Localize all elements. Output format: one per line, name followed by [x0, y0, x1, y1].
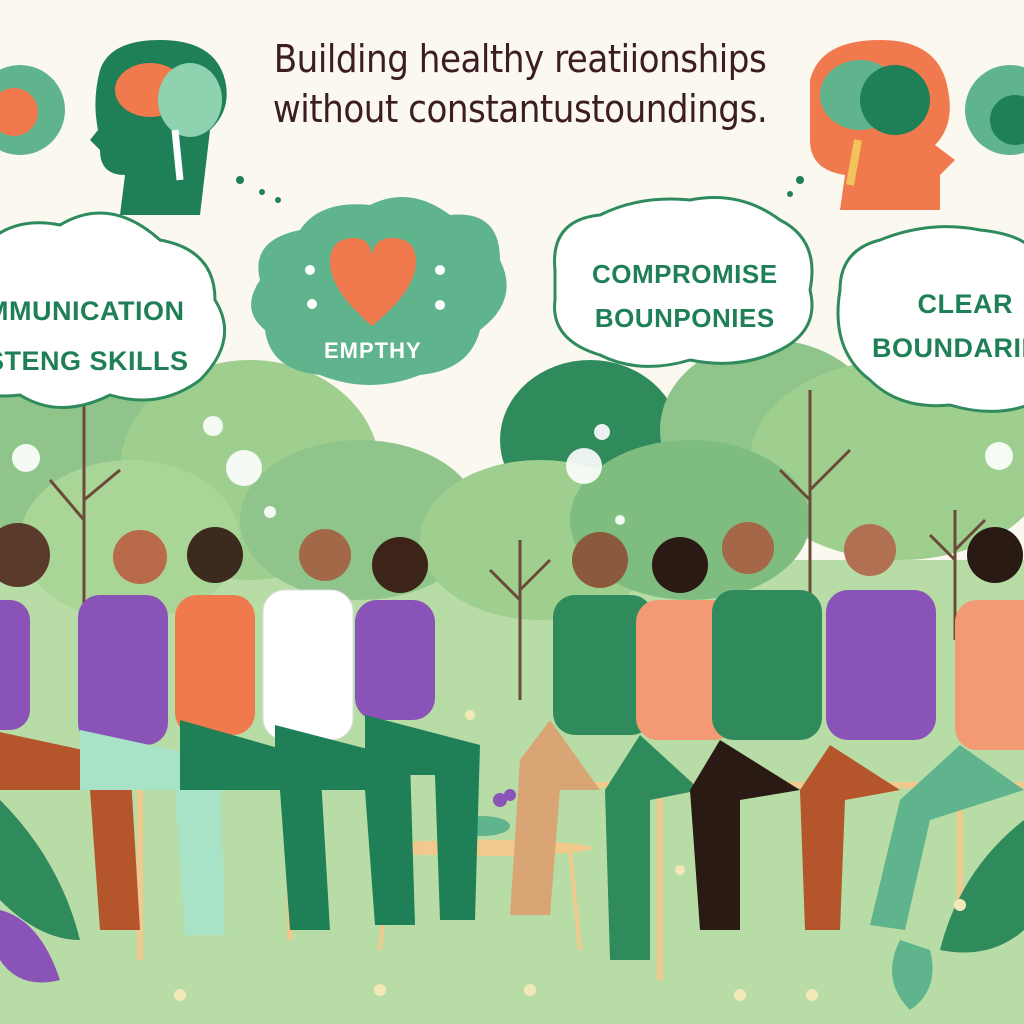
brain-head-icon	[90, 40, 227, 215]
title-line-1: Building healthy reatiionships	[273, 37, 767, 81]
compromise-line-2: BOUNPONIES	[594, 303, 775, 333]
person	[510, 532, 653, 915]
thought-dots	[236, 176, 804, 203]
page-title: Building healthy reatiionships without c…	[170, 34, 870, 134]
people	[0, 522, 1024, 960]
communication-line-2: STENG SKILLS	[0, 346, 189, 376]
boundaries-bubble	[836, 225, 1024, 413]
person	[800, 524, 936, 930]
leaf-icon	[0, 800, 1024, 1010]
flower-icon	[0, 65, 65, 155]
title-line-2: without constantustoundings.	[272, 87, 768, 131]
boundaries-label: CLEAR BOUNDARIES	[872, 282, 1024, 370]
dots	[12, 416, 1013, 525]
person	[690, 522, 822, 930]
ground-flowers	[174, 710, 966, 1001]
communication-bubble	[0, 211, 227, 409]
compromise-label: COMPROMISE BOUNPONIES	[592, 252, 778, 340]
person	[605, 537, 736, 960]
flower-icon	[965, 65, 1024, 155]
person	[355, 537, 480, 920]
empathy-bubble	[251, 197, 507, 385]
compromise-line-1: COMPROMISE	[592, 259, 778, 289]
background-trees	[0, 340, 1024, 620]
communication-label: MMUNICATION STENG SKILLS	[0, 286, 189, 386]
communication-line-1: MMUNICATION	[0, 296, 185, 326]
heart-icon	[330, 238, 416, 326]
boundaries-line-1: CLEAR	[917, 289, 1013, 319]
empathy-label: EMPTHY	[324, 338, 422, 363]
boundaries-line-2: BOUNDARIES	[872, 333, 1024, 363]
compromise-bubble	[553, 196, 814, 368]
brain-head-icon	[810, 40, 955, 210]
person	[870, 527, 1024, 930]
bare-trees	[48, 390, 987, 700]
